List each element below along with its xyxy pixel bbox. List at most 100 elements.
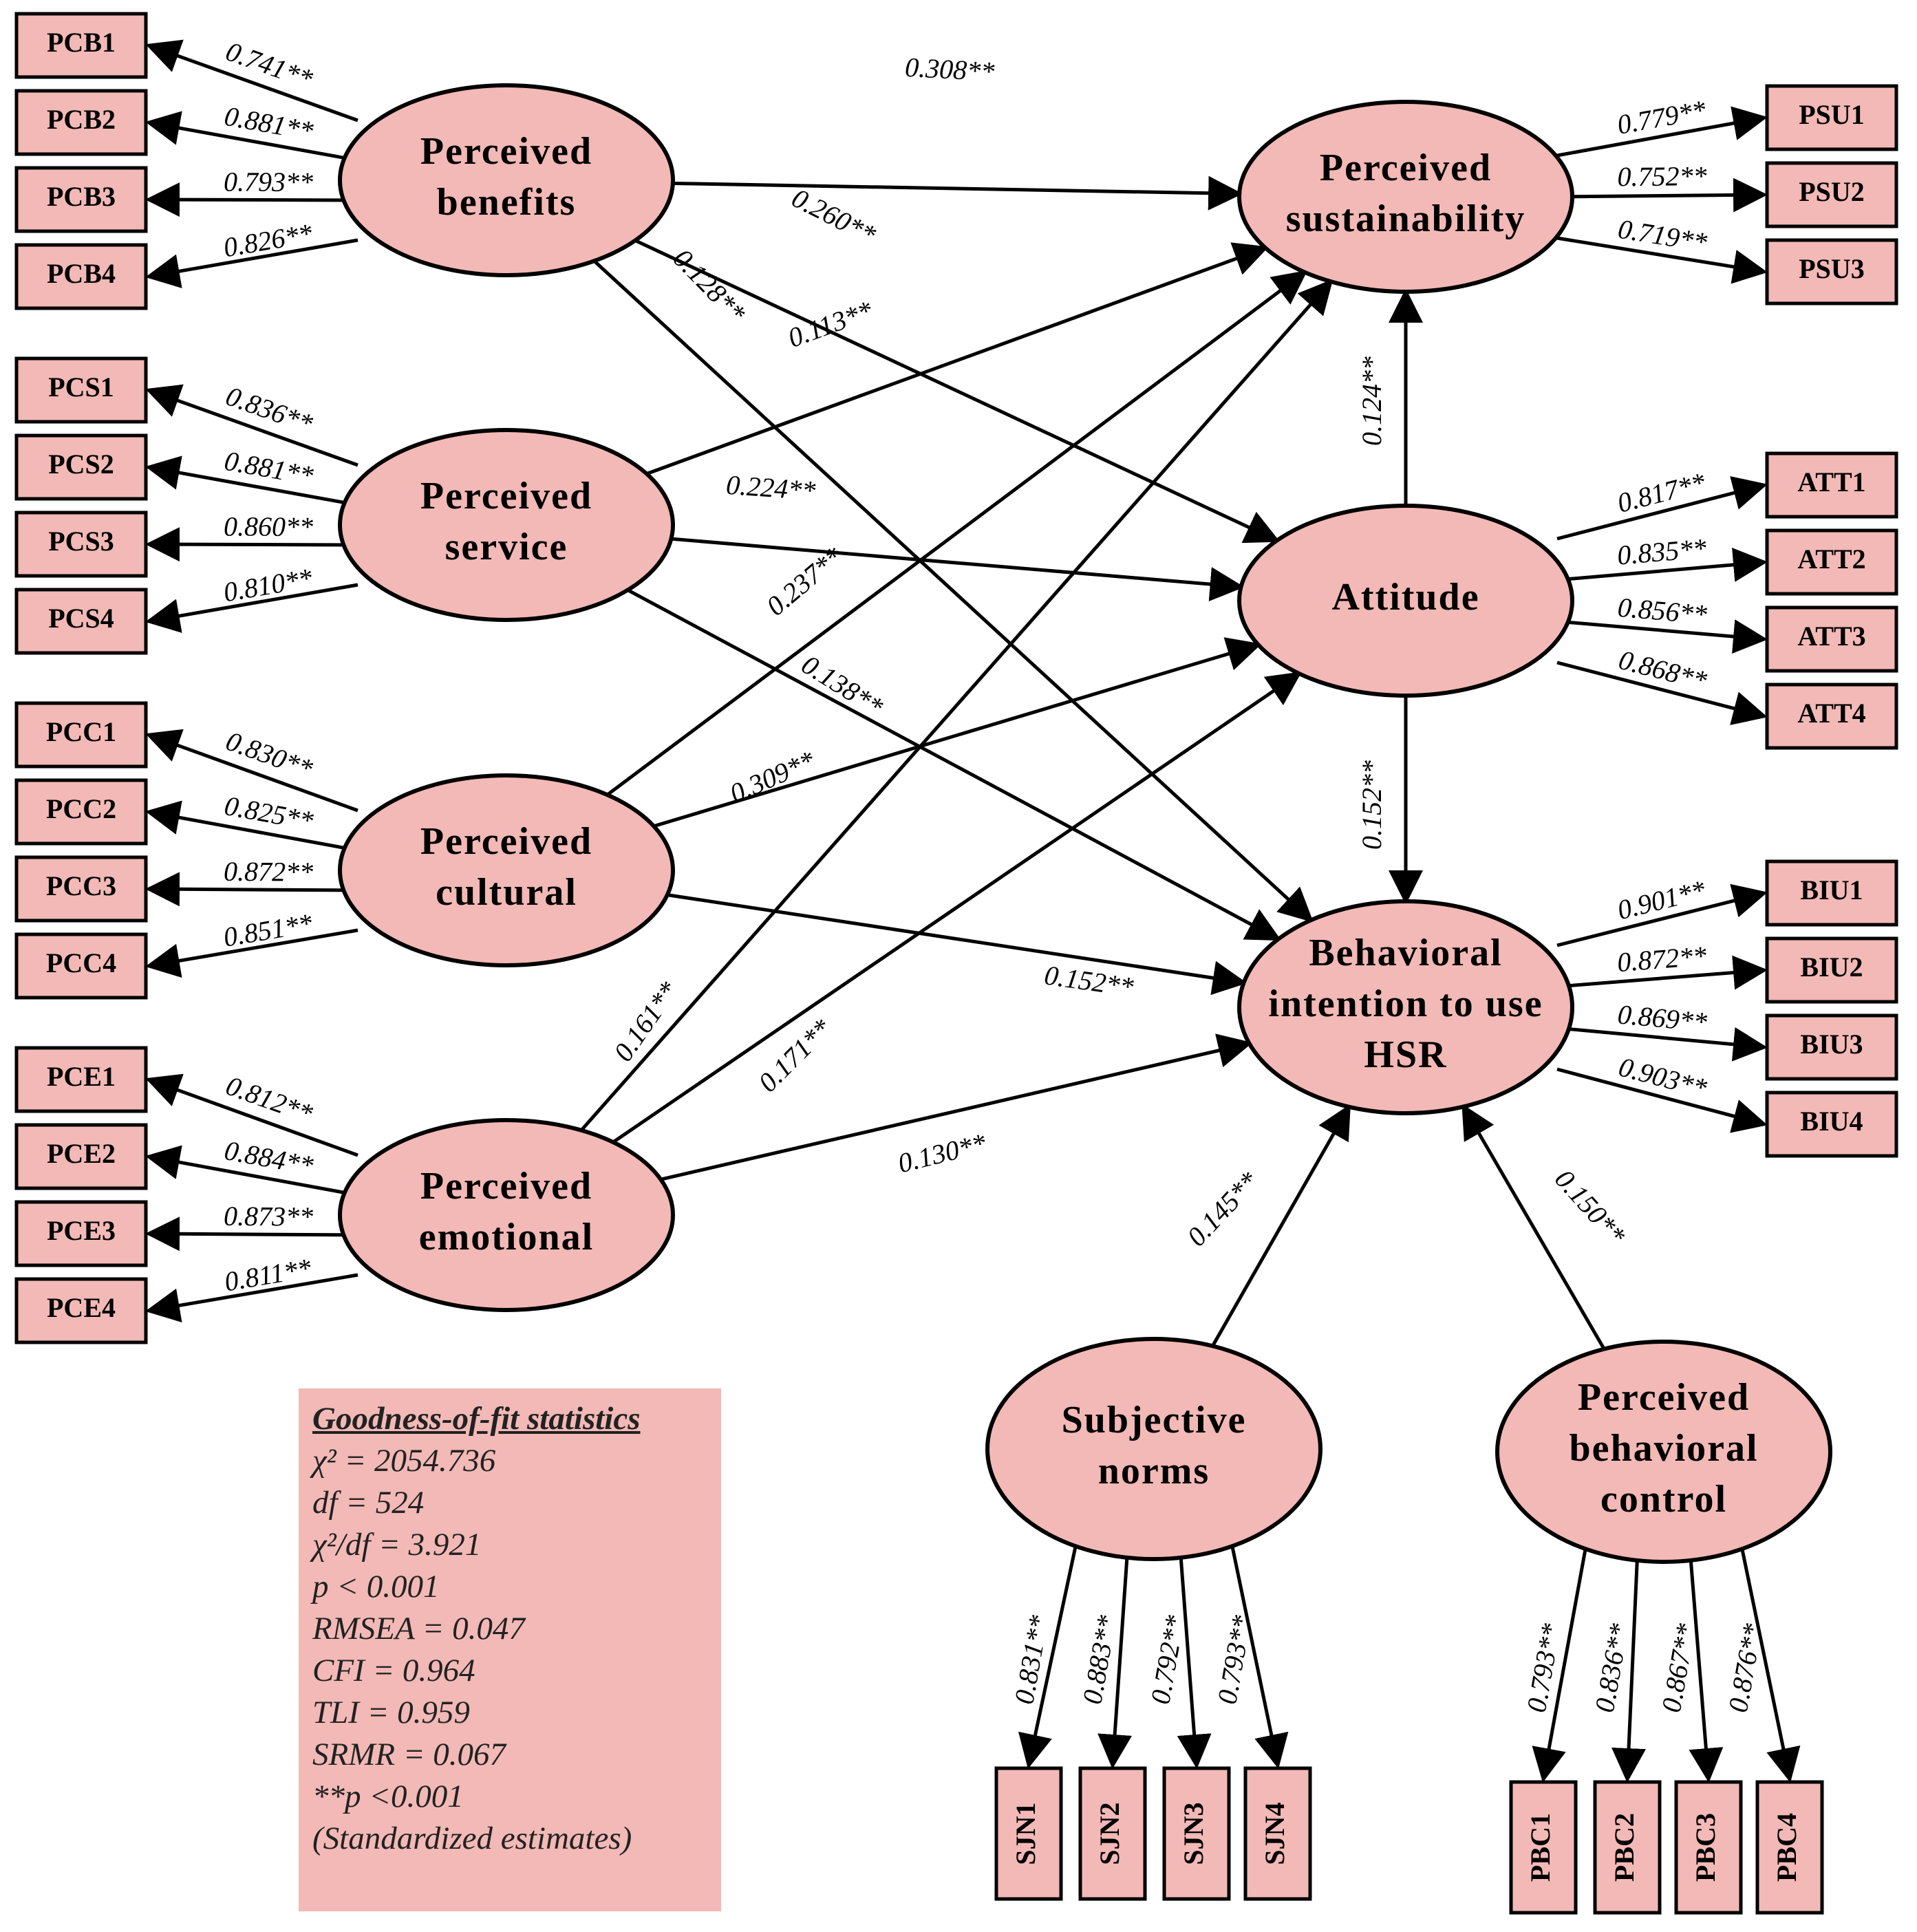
biu-indicator-label-3: BIU3 bbox=[1800, 1029, 1863, 1060]
path-arrow-pcs-att bbox=[671, 537, 1245, 601]
pbc-loading-arrow-3 bbox=[1688, 1549, 1724, 1783]
pbc-loading-label-2: 0.836** bbox=[1589, 1621, 1635, 1715]
pcb-loading-arrow-1 bbox=[145, 39, 358, 122]
pcb-indicator-label-1: PCB1 bbox=[47, 27, 116, 58]
pbc-indicator-label-2: PBC2 bbox=[1609, 1813, 1640, 1882]
pce-loading-arrow-3 bbox=[145, 1216, 358, 1252]
pcs-indicator-label-4: PCS4 bbox=[48, 603, 114, 634]
att-indicator-label-2: ATT2 bbox=[1797, 544, 1865, 575]
psu-indicator-label-2: PSU2 bbox=[1799, 176, 1865, 207]
pcb-indicator-box-1 bbox=[14, 12, 148, 79]
biu-loading-arrow-2 bbox=[1556, 955, 1768, 990]
pcb-indicator-label-4: PCB4 bbox=[47, 258, 116, 289]
biu-indicator-box-3 bbox=[1765, 1013, 1898, 1081]
sjn-latent-ellipse bbox=[985, 1337, 1322, 1561]
path-arrow-pcs-biu bbox=[627, 588, 1282, 941]
pce-indicator-label-4: PCE4 bbox=[47, 1292, 116, 1323]
att-indicator-label-1: ATT1 bbox=[1797, 466, 1865, 497]
pcb-indicator-box-2 bbox=[14, 89, 148, 156]
sjn-loading-label-2: 0.883** bbox=[1076, 1613, 1122, 1706]
sjn-indicator-label-3: SJN3 bbox=[1178, 1802, 1209, 1865]
att-indicator-box-4 bbox=[1765, 683, 1898, 750]
sjn-loading-arrow-1 bbox=[1018, 1546, 1078, 1769]
pcb-latent-ellipse bbox=[338, 83, 675, 277]
pcs-loading-arrow-1 bbox=[145, 384, 358, 467]
pcb-indicator-box-4 bbox=[14, 243, 148, 310]
path-label-pcs-biu: 0.138** bbox=[796, 649, 888, 722]
pcc-loading-arrow-4 bbox=[145, 928, 358, 978]
att-latent-ellipse bbox=[1237, 504, 1574, 698]
pbc-loading-label-1: 0.793** bbox=[1521, 1621, 1567, 1715]
biu-latent-label-2: intention to use bbox=[1268, 983, 1543, 1025]
pcb-loading-label-3: 0.793** bbox=[224, 166, 313, 197]
psu-loading-label-2: 0.752** bbox=[1617, 160, 1706, 192]
path-arrow-pcb-att bbox=[634, 239, 1281, 544]
pbc-loading-arrow-1 bbox=[1532, 1549, 1587, 1783]
pcs-indicator-label-1: PCS1 bbox=[48, 372, 114, 402]
psu-indicator-label-1: PSU1 bbox=[1799, 99, 1865, 130]
path-arrow-pce-att bbox=[612, 672, 1303, 1144]
sjn-loading-arrow-3 bbox=[1177, 1546, 1212, 1769]
path-arrow-pce-biu bbox=[660, 1033, 1253, 1181]
path-arrow-pcc-biu bbox=[667, 893, 1247, 996]
path-arrow-pcc-att bbox=[653, 637, 1262, 828]
biu-latent-ellipse bbox=[1237, 899, 1574, 1115]
pcs-latent-label-1: Perceived bbox=[420, 475, 592, 517]
sjn-indicator-box-1 bbox=[994, 1766, 1063, 1901]
pcb-latent-label-1: Perceived bbox=[420, 130, 592, 173]
stat-significance-note: **p <0.001 bbox=[312, 1779, 464, 1814]
pcc-latent-label-2: cultural bbox=[436, 871, 577, 914]
att-loading-arrow-4 bbox=[1556, 661, 1768, 725]
pcb-indicator-box-3 bbox=[14, 166, 148, 233]
pce-indicator-label-2: PCE2 bbox=[47, 1138, 116, 1169]
path-arrow-pcb-psu bbox=[672, 175, 1243, 211]
pcc-latent-ellipse bbox=[338, 773, 675, 967]
pcc-loading-arrow-2 bbox=[145, 800, 358, 852]
path-arrow-pce-psu bbox=[579, 279, 1334, 1132]
stat-p-value: p < 0.001 bbox=[312, 1569, 440, 1604]
pcc-indicator-box-3 bbox=[14, 855, 148, 923]
pcc-indicator-label-1: PCC1 bbox=[46, 716, 116, 747]
pce-latent-label-1: Perceived bbox=[420, 1165, 592, 1208]
pce-latent-ellipse bbox=[338, 1118, 675, 1312]
pce-indicator-label-3: PCE3 bbox=[47, 1215, 116, 1246]
pcc-indicator-label-2: PCC2 bbox=[46, 793, 116, 824]
sjn-indicator-box-3 bbox=[1162, 1766, 1231, 1901]
goodness-of-fit-title: Goodness-of-fit statistics bbox=[312, 1401, 641, 1437]
pcs-indicator-label-3: PCS3 bbox=[48, 526, 114, 557]
path-label-att-psu: 0.124** bbox=[1356, 356, 1387, 446]
pcb-loading-label-1: 0.741** bbox=[222, 36, 317, 95]
pcb-loading-arrow-2 bbox=[145, 111, 358, 162]
pbc-indicator-box-2 bbox=[1593, 1780, 1662, 1915]
pbc-indicator-box-3 bbox=[1674, 1780, 1743, 1915]
att-loading-label-3: 0.856** bbox=[1616, 592, 1708, 630]
biu-indicator-label-4: BIU4 bbox=[1800, 1106, 1863, 1137]
path-label-pbc-biu: 0.150** bbox=[1549, 1163, 1631, 1251]
path-label-sjn-biu: 0.145** bbox=[1181, 1166, 1265, 1252]
psu-latent-ellipse bbox=[1237, 100, 1574, 294]
sjn-indicator-label-1: SJN1 bbox=[1010, 1802, 1041, 1865]
pcc-indicator-box-1 bbox=[14, 701, 148, 769]
path-arrow-pcb-biu bbox=[592, 259, 1314, 923]
att-indicator-box-3 bbox=[1765, 605, 1898, 673]
att-indicator-label-3: ATT3 bbox=[1797, 621, 1865, 652]
pcc-loading-arrow-1 bbox=[145, 729, 358, 813]
stat-chi-square: χ² = 2054.736 bbox=[312, 1443, 496, 1479]
psu-loading-label-1: 0.779** bbox=[1615, 94, 1709, 140]
biu-loading-arrow-1 bbox=[1556, 883, 1768, 947]
path-label-pcb-att: 0.260** bbox=[787, 182, 881, 250]
stat-cfi: CFI = 0.964 bbox=[312, 1653, 475, 1688]
att-loading-arrow-1 bbox=[1556, 476, 1768, 541]
pcc-loading-arrow-3 bbox=[145, 872, 358, 907]
pce-loading-label-3: 0.873** bbox=[224, 1201, 313, 1232]
pcs-indicator-box-4 bbox=[14, 588, 148, 655]
path-label-pcc-att: 0.309** bbox=[725, 744, 820, 809]
psu-loading-arrow-1 bbox=[1556, 106, 1768, 158]
pbc-latent-label-3: control bbox=[1600, 1478, 1727, 1521]
biu-indicator-box-4 bbox=[1765, 1091, 1898, 1158]
sjn-indicator-label-2: SJN2 bbox=[1094, 1802, 1125, 1865]
pcs-latent-ellipse bbox=[338, 428, 675, 622]
pbc-loading-label-3: 0.867** bbox=[1656, 1621, 1702, 1715]
pce-indicator-box-1 bbox=[14, 1046, 148, 1113]
path-arrow-pcs-psu bbox=[645, 242, 1269, 475]
